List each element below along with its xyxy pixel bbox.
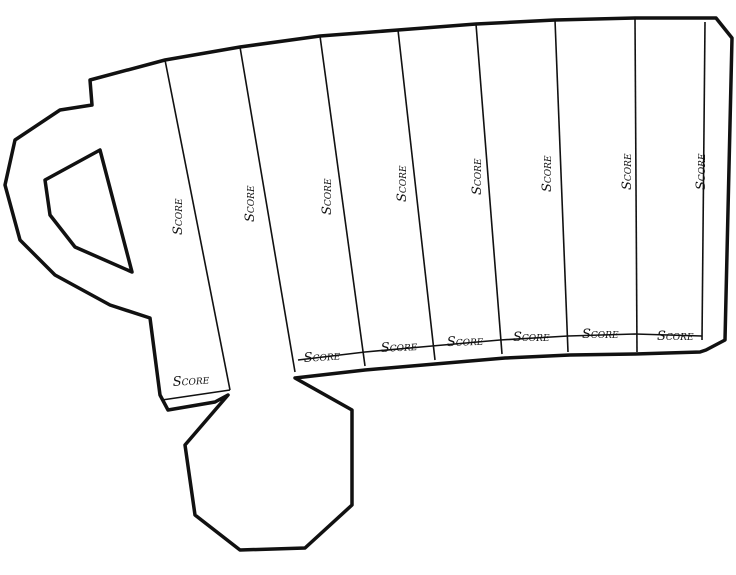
score-label: Score [540, 155, 555, 192]
score-label: Score [513, 330, 550, 345]
score-label: Score [320, 178, 335, 215]
fold-line [554, 19, 569, 353]
score-label: Score [380, 339, 418, 356]
score-labels: Score Score Score Score Score Score Scor… [171, 153, 709, 390]
fold-line [397, 29, 436, 361]
score-label: Score [470, 158, 485, 195]
score-label: Score [171, 198, 186, 235]
fold-line [701, 21, 706, 341]
score-label: Score [620, 153, 635, 190]
fold-line [634, 17, 638, 353]
score-label: Score [657, 329, 694, 344]
score-label: Score [243, 185, 258, 222]
tab-fold-line [297, 333, 703, 361]
score-label: Score [172, 372, 210, 390]
tab-fold-line [161, 389, 231, 401]
score-label: Score [582, 327, 619, 342]
cup-body-outline [3, 16, 734, 552]
score-label: Score [303, 348, 341, 366]
fold-line [239, 46, 296, 373]
score-label: Score [395, 165, 410, 202]
fold-line [164, 59, 231, 391]
handle-hole [43, 148, 134, 274]
fold-line [475, 23, 503, 355]
fold-line [319, 35, 366, 367]
score-label: Score [694, 153, 709, 190]
score-label: Score [447, 334, 484, 350]
fold-lines [161, 17, 706, 401]
